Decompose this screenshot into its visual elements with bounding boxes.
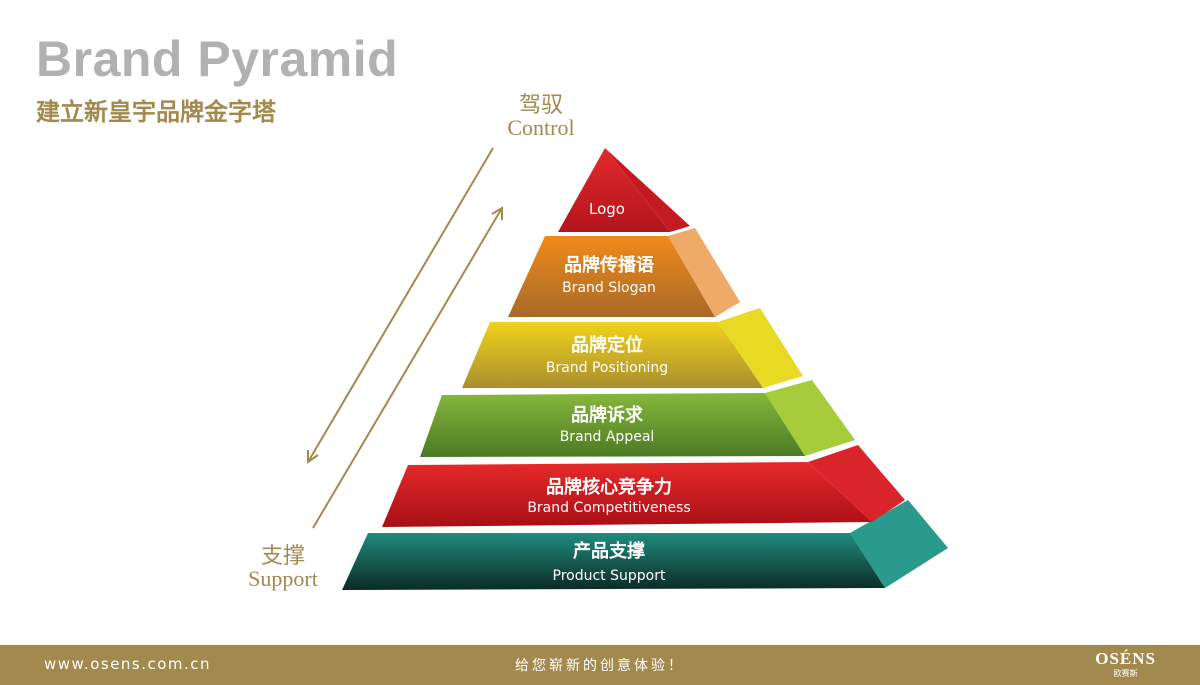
level-6-front: [342, 533, 885, 590]
level-5-side: [808, 445, 905, 522]
osens-logo-cn: 欧赛斯: [1113, 669, 1138, 678]
pyramid-level-brand-slogan: [508, 228, 740, 317]
control-label: 驾驭 Control: [486, 95, 596, 139]
osens-logo: OSÉNS 欧赛斯: [1095, 649, 1156, 679]
control-support-arrows: [307, 147, 503, 529]
level-5-en: Brand Competitiveness: [527, 500, 690, 516]
level-6-cn: 产品支撑: [573, 540, 645, 562]
level-6-en: Product Support: [553, 568, 666, 584]
pyramid-level-brand-competitiveness: [382, 445, 905, 527]
page-title: Brand Pyramid: [36, 31, 399, 87]
support-label: 支撑 Support: [228, 546, 338, 590]
level-4-en: Brand Appeal: [560, 429, 655, 445]
level-4-side: [765, 380, 855, 456]
level-1-en: Logo: [589, 200, 625, 218]
level-1-front: [558, 148, 670, 232]
level-2-en: Brand Slogan: [562, 280, 656, 296]
pyramid-level-product-support: [342, 500, 948, 590]
brand-pyramid-diagram: Logo 品牌传播语 Brand Slogan 品牌定位 Brand Posit…: [307, 147, 948, 590]
level-6-side: [850, 500, 948, 588]
osens-logo-text: OSÉNS: [1095, 649, 1156, 668]
level-3-side: [718, 308, 803, 388]
page-subtitle: 建立新皇宇品牌金字塔: [36, 98, 276, 126]
level-3-front: [462, 322, 763, 388]
pyramid-level-brand-positioning: [462, 308, 803, 388]
level-5-front: [382, 462, 872, 527]
down-arrow-line: [307, 147, 494, 463]
level-2-side: [668, 228, 740, 317]
up-arrow-head: [491, 206, 503, 220]
pyramid-level-logo: [558, 148, 690, 232]
footer-url[interactable]: www.osens.com.cn: [44, 655, 212, 673]
up-arrow-line: [312, 207, 503, 529]
footer-bar: www.osens.com.cn 给您崭新的创意体验！ OSÉNS 欧赛斯: [0, 645, 1200, 685]
level-1-side: [605, 148, 690, 232]
level-4-front: [420, 393, 805, 457]
level-3-en: Brand Positioning: [546, 360, 668, 376]
support-label-cn: 支撑: [260, 544, 305, 569]
level-4-cn: 品牌诉求: [571, 404, 644, 426]
footer-slogan: 给您崭新的创意体验！: [515, 658, 685, 674]
control-label-cn: 驾驭: [518, 93, 563, 118]
control-label-en: Control: [507, 115, 575, 140]
level-5-cn: 品牌核心竞争力: [546, 476, 672, 498]
level-2-cn: 品牌传播语: [564, 254, 654, 276]
level-3-cn: 品牌定位: [571, 334, 643, 356]
pyramid-level-brand-appeal: [420, 380, 855, 457]
down-arrow-head: [307, 450, 319, 464]
support-label-en: Support: [248, 566, 318, 591]
level-2-front: [508, 236, 715, 317]
